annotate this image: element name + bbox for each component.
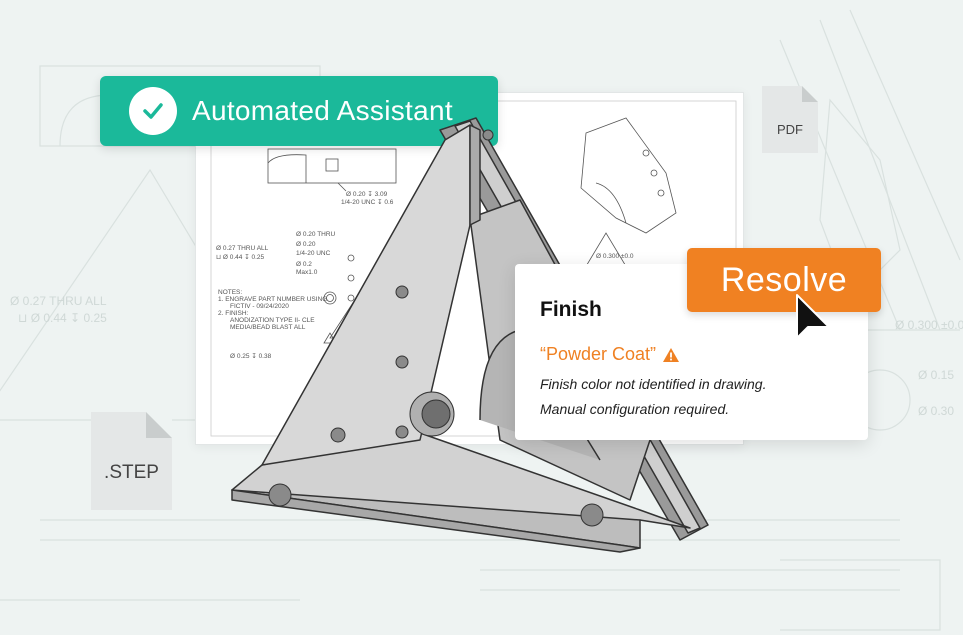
drawing-notes: 2. FINISH: (218, 310, 249, 317)
automated-assistant-badge: Automated Assistant (100, 76, 498, 146)
drawing-callout: Ø 0.20 ↧ 3.09 (346, 191, 388, 198)
card-title: Finish (540, 298, 602, 321)
drawing-callout: ⊔ Ø 0.44 ↧ 0.25 (216, 254, 265, 261)
drawing-notes: ANODIZATION TYPE II- CLE (230, 317, 315, 324)
drawing-callout: 1/4-20 UNC ↧ 0.6 (341, 199, 394, 206)
mouse-cursor-icon (796, 294, 830, 339)
drawing-callout: Ø 0.20 (296, 241, 316, 248)
drawing-callout: 1/4-20 UNC (296, 250, 331, 257)
drawing-callout: Ø 0.27 THRU ALL (216, 245, 269, 252)
drawing-callout: Max1.0 (296, 269, 318, 276)
bg-callout: Ø 0.27 THRU ALL (10, 294, 107, 308)
step-label: .STEP (104, 462, 159, 483)
drawing-notes: NOTES: (218, 289, 243, 296)
finish-value: “Powder Coat” (540, 344, 680, 365)
bg-callout: ⊔ Ø 0.44 ↧ 0.25 (18, 311, 107, 325)
card-message-line2: Manual configuration required. (540, 401, 730, 417)
drawing-callout: Ø 0.2 (296, 261, 312, 268)
drawing-callout: Ø 0.20 THRU (296, 231, 336, 238)
drawing-notes: 1. ENGRAVE PART NUMBER USING (218, 296, 328, 303)
step-file-icon: .STEP (91, 412, 172, 510)
pdf-label: PDF (777, 122, 803, 137)
drawing-callout: Ø 0.300 ±0.0 (596, 253, 634, 260)
badge-label: Automated Assistant (192, 95, 453, 126)
drawing-notes: MEDIA/BEAD BLAST ALL (230, 324, 306, 331)
finish-value-text: “Powder Coat” (540, 344, 657, 364)
pdf-file-icon: PDF (762, 86, 818, 153)
resolve-button[interactable]: Resolve (687, 248, 881, 312)
card-message-line1: Finish color not identified in drawing. (540, 376, 767, 392)
drawing-notes: FICTIV - 09/24/2020 (230, 303, 289, 310)
bg-callout: Ø 0.30 (918, 404, 955, 418)
warning-icon (663, 347, 680, 362)
check-circle-icon (129, 87, 177, 135)
bg-callout: Ø 0.15 (918, 368, 955, 382)
bg-callout: Ø 0.300 ±0.0 (895, 318, 963, 332)
drawing-callout: Ø 0.25 ↧ 0.38 (230, 353, 272, 360)
